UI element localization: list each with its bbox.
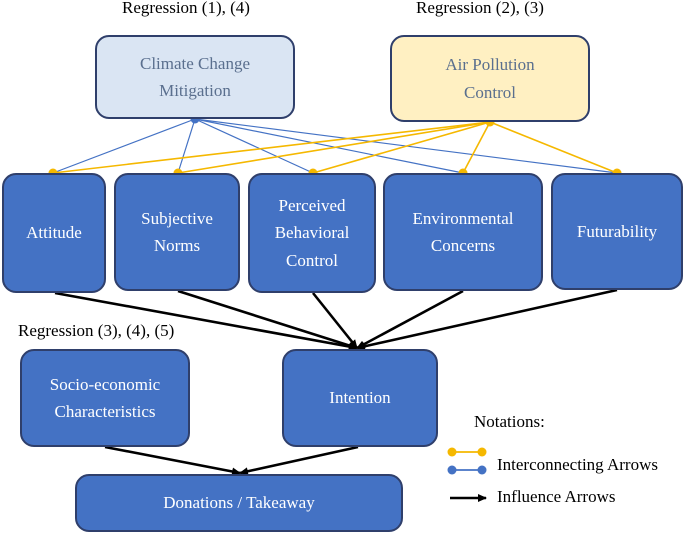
attitude-to-intention-arrow	[54, 291, 358, 351]
cc-to-attitude-line	[52, 118, 196, 174]
legend-yellow-dot-left	[447, 447, 457, 457]
interconnect-dots	[48, 114, 622, 178]
cc-to-env-line	[194, 118, 464, 174]
legend-interconnect-label: Interconnecting Arrows	[497, 455, 658, 474]
futurability-box: Futurability	[551, 173, 683, 290]
intention-to-donations-arrow	[239, 445, 359, 476]
environmental-concerns-box: Environmental Concerns	[383, 173, 543, 291]
legend-blue-dot-right	[477, 465, 487, 475]
cc-to-norms-line	[177, 118, 196, 174]
ap-to-futur-line	[489, 121, 618, 174]
ap-to-env-line	[462, 121, 491, 174]
regression-label-socio: Regression (3), (4), (5)	[18, 321, 175, 340]
regression-label-air: Regression (2), (3)	[416, 0, 544, 17]
influence-arrows	[54, 288, 618, 476]
ap-to-pbc-line	[312, 121, 491, 174]
legend-influence-label: Influence Arrows	[497, 487, 616, 506]
cc-to-pbc-line	[194, 118, 314, 174]
climate-interconnect-lines	[52, 118, 618, 174]
climate-change-mitigation-box: Climate Change Mitigation	[95, 35, 295, 119]
donations-takeaway-box: Donations / Takeaway	[75, 474, 403, 532]
subjective-norms-box: Subjective Norms	[114, 173, 240, 291]
pbc-to-intention-arrow	[311, 292, 359, 349]
perceived-behavioral-control-box: Perceived Behavioral Control	[248, 173, 376, 293]
legend-blue-dot-left	[447, 465, 457, 475]
socio-to-donations-arrow	[104, 445, 241, 476]
air-pollution-control-box: Air Pollution Control	[390, 35, 590, 122]
ap-to-attitude-line	[52, 121, 491, 174]
legend-yellow-dot-right	[477, 447, 487, 457]
regression-label-climate: Regression (1), (4)	[122, 0, 250, 17]
env-to-intention-arrow	[356, 289, 464, 350]
intention-box: Intention	[282, 349, 438, 447]
ap-to-norms-line	[177, 121, 491, 174]
notations-title: Notations:	[474, 412, 545, 431]
legend-interconnect-glyphs	[447, 447, 487, 475]
norms-to-intention-arrow	[177, 289, 358, 350]
attitude-box: Attitude	[2, 173, 106, 293]
socio-economic-characteristics-box: Socio-economic Characteristics	[20, 349, 190, 447]
air-interconnect-lines	[52, 121, 618, 174]
futur-to-intention-arrow	[356, 288, 618, 351]
